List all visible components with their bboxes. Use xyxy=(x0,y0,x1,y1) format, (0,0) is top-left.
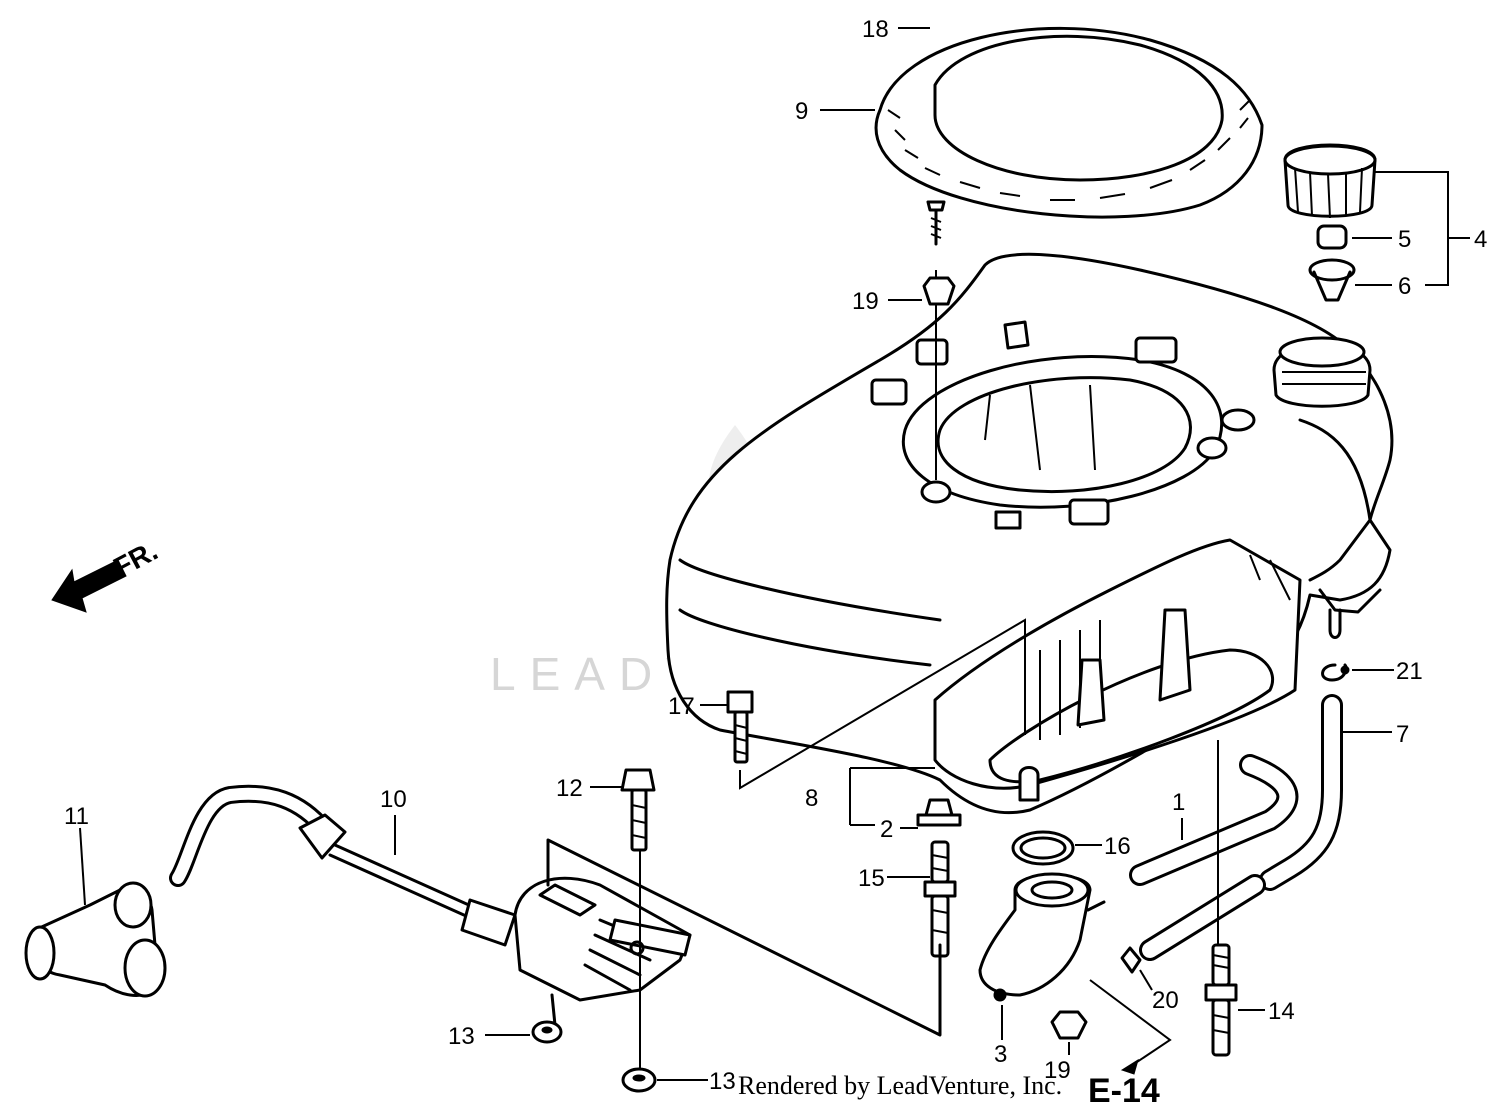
part-filter-6 xyxy=(1308,258,1356,302)
callout-20: 20 xyxy=(1152,987,1179,1014)
part-bolt-12 xyxy=(620,768,656,852)
callout-18: 18 xyxy=(862,16,889,43)
part-insulator-3 xyxy=(978,872,1106,1002)
part-clip-21 xyxy=(1321,663,1350,682)
part-nut-19-top xyxy=(922,270,956,306)
part-fuel-cap-4 xyxy=(1283,143,1377,219)
callouts: 18 9 4 5 6 19 21 7 17 8 2 16 1 15 12 10 … xyxy=(64,16,1487,1095)
part-washer-13b xyxy=(621,1067,657,1093)
callout-1: 1 xyxy=(1172,789,1185,816)
callout-4: 4 xyxy=(1474,226,1487,253)
part-clip-20 xyxy=(1120,946,1142,974)
callout-6: 6 xyxy=(1398,273,1411,300)
callout-14: 14 xyxy=(1268,998,1295,1025)
callout-21: 21 xyxy=(1396,658,1423,685)
callout-17: 17 xyxy=(668,693,695,720)
callout-15: 15 xyxy=(858,865,885,892)
callout-5: 5 xyxy=(1398,226,1411,253)
part-nut-19-bottom xyxy=(1050,1010,1088,1040)
callout-7: 7 xyxy=(1396,721,1409,748)
part-nut-2 xyxy=(916,798,962,827)
callout-19-bottom: 19 xyxy=(1044,1057,1071,1084)
part-control-assembly-10 xyxy=(169,784,942,1037)
part-recoil-cover-9 xyxy=(874,26,1264,219)
footer-credit: Rendered by LeadVenture, Inc. xyxy=(738,1071,1062,1100)
part-screw-18 xyxy=(926,200,946,246)
part-stud-15 xyxy=(923,840,957,958)
callout-3: 3 xyxy=(994,1041,1007,1068)
callout-12: 12 xyxy=(556,775,583,802)
callout-10: 10 xyxy=(380,786,407,813)
part-fuel-tube-7 xyxy=(1259,694,1343,891)
part-vent-tube xyxy=(1139,874,1266,961)
part-elbow-11 xyxy=(24,881,167,998)
part-gasket-16 xyxy=(1011,830,1075,866)
front-direction-arrow: FR. xyxy=(51,535,163,613)
callout-16: 16 xyxy=(1104,833,1131,860)
leader-lines xyxy=(79,27,1470,1081)
part-bolt-17 xyxy=(726,690,754,764)
callout-2: 2 xyxy=(880,816,893,843)
part-breather-tube-1 xyxy=(1129,754,1299,886)
callout-13-left: 13 xyxy=(448,1023,475,1050)
page-reference: E-14 xyxy=(1088,1072,1160,1108)
callout-11: 11 xyxy=(64,803,89,830)
callout-8: 8 xyxy=(805,785,818,812)
part-gasket-5 xyxy=(1316,224,1348,250)
callout-13-bottom: 13 xyxy=(709,1068,736,1095)
part-stud-14 xyxy=(1204,943,1238,1057)
part-washer-13a xyxy=(531,1020,563,1044)
part-fan-cover-8 xyxy=(665,252,1394,815)
callout-19-top: 19 xyxy=(852,288,879,315)
callout-9: 9 xyxy=(795,98,808,125)
